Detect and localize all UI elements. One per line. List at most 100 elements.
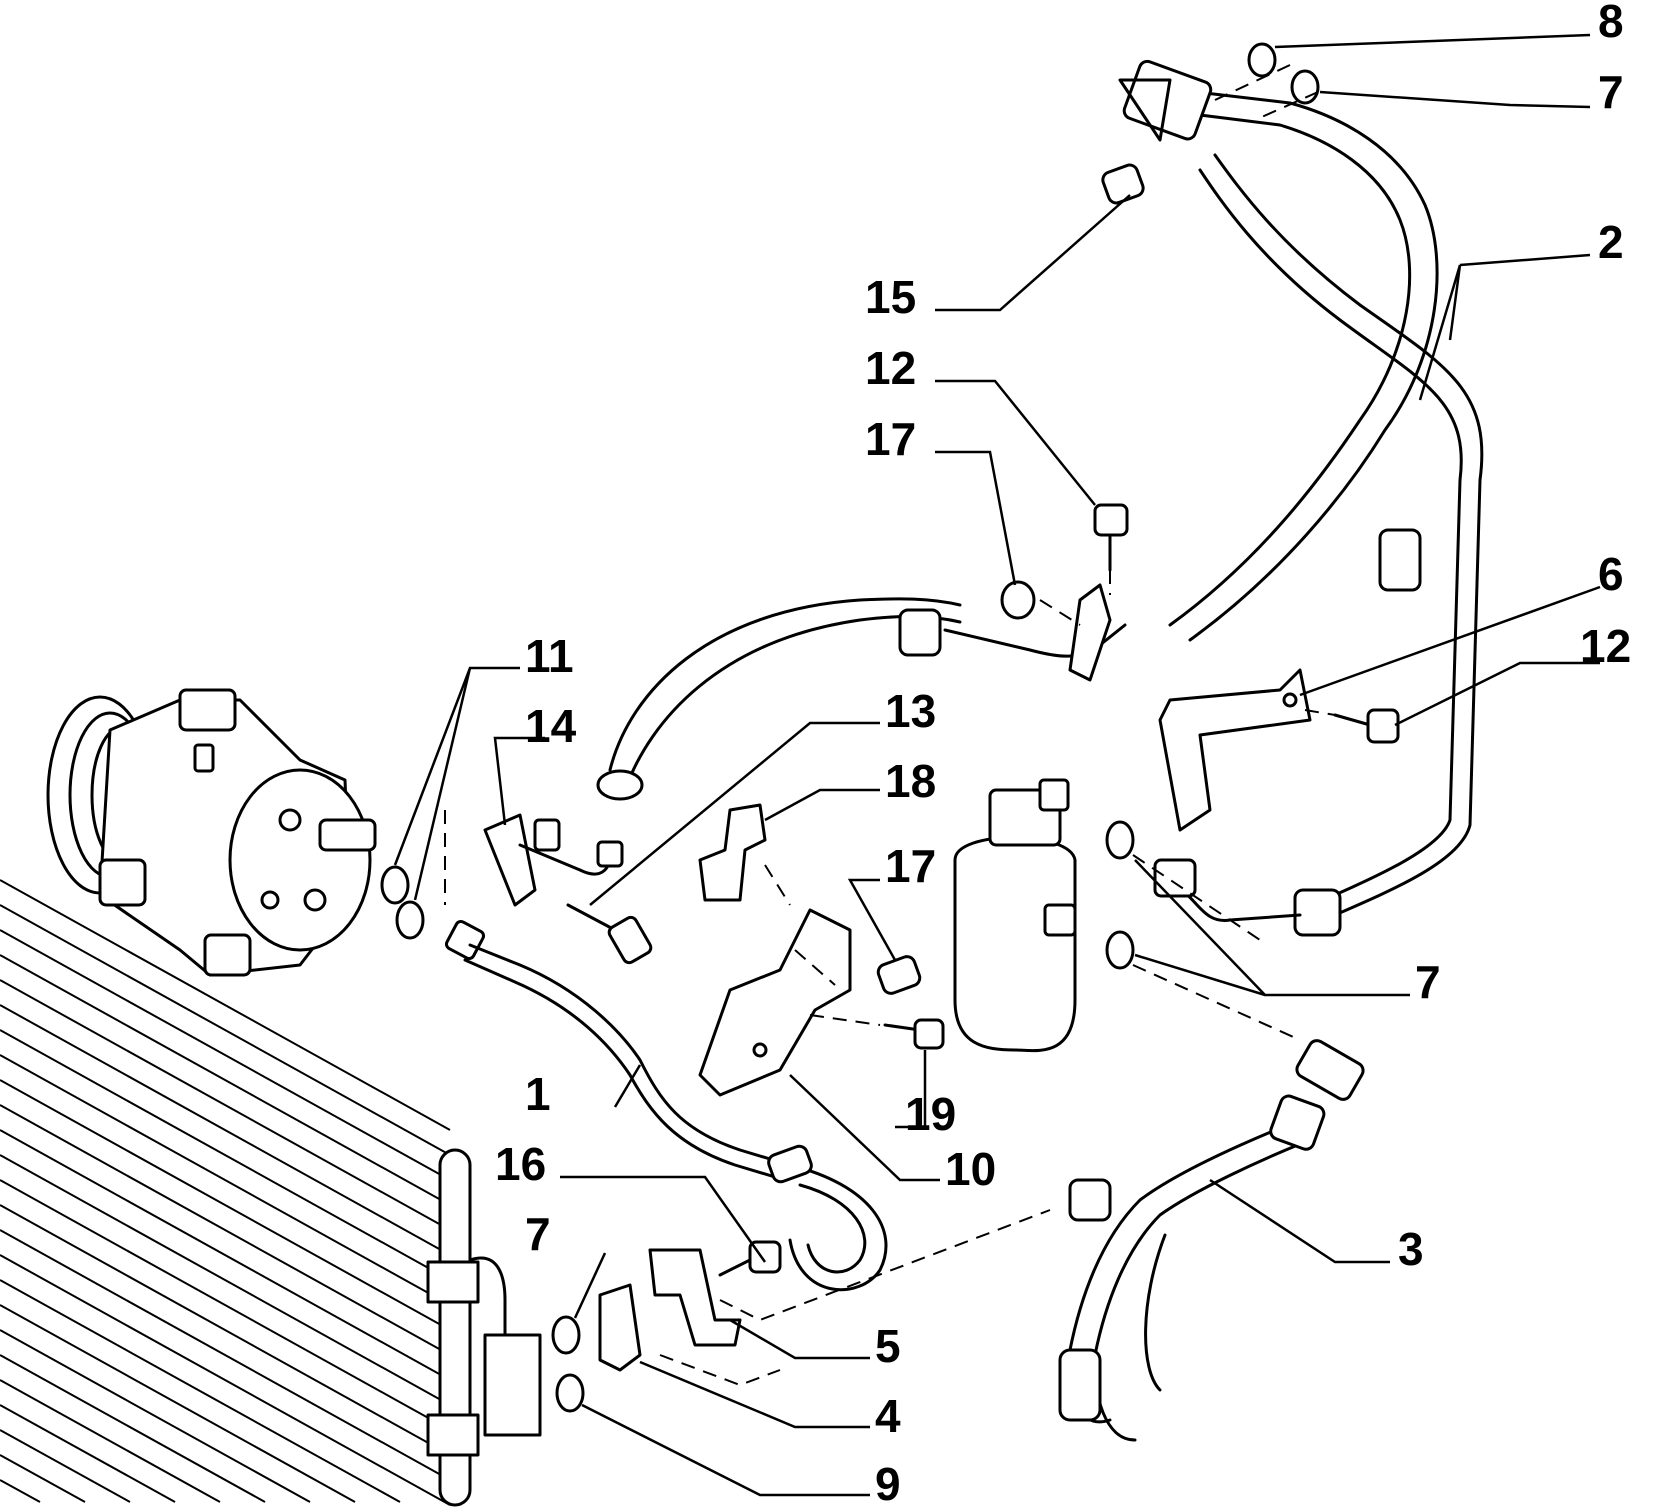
compressor-bolt-hole <box>278 808 302 832</box>
hose-2-main-loop <box>1168 113 1412 627</box>
clip-5 <box>648 1248 742 1347</box>
bolt-19-head <box>913 1018 945 1050</box>
callout-12-right: 12 <box>1580 620 1631 672</box>
callout-13: 13 <box>885 685 936 737</box>
callout-14: 14 <box>525 700 577 752</box>
callout-5: 5 <box>875 1320 901 1372</box>
hose-2-liquid-line-outer <box>1213 153 1484 930</box>
callout-12-top: 12 <box>865 342 916 394</box>
pipe-1-ferrule <box>767 1144 813 1184</box>
hose-2-ferrule-upper <box>1378 528 1422 592</box>
compressor-bolt-hole <box>303 888 327 912</box>
callout-8: 8 <box>1598 0 1624 47</box>
condenser-pipe <box>468 1256 507 1342</box>
hose-2-top-bracket <box>1118 78 1172 142</box>
bolt-13-shank <box>566 903 617 932</box>
pipe-1-tube-outer <box>463 958 787 1182</box>
nut-17-mid <box>876 955 922 995</box>
callout-16: 16 <box>495 1138 546 1190</box>
hose-2-main-loop-outer <box>1188 91 1439 642</box>
o-ring-11-upper <box>380 865 410 905</box>
receiver-drier-canister <box>953 836 1077 1053</box>
hose-bracket-clip <box>1068 583 1112 682</box>
hose-2-ferrule-lower <box>1293 888 1342 937</box>
nut-17-top <box>1000 580 1036 620</box>
pipe-1-hose-loop <box>788 1163 888 1292</box>
hose-2-ferrule <box>898 608 942 657</box>
compressor <box>46 688 377 977</box>
bracket-plate-10-hole <box>752 1042 768 1058</box>
callout-4: 4 <box>875 1390 901 1442</box>
hose-2-suction-tube-outer <box>608 597 962 772</box>
nut-15 <box>1101 163 1145 205</box>
hose-2-suction-end <box>596 769 644 801</box>
bolt-12-right-shank <box>1333 713 1372 727</box>
pipe-3-tube-outer <box>1093 1138 1312 1442</box>
pipe-1-tube <box>468 943 792 1167</box>
receiver-drier <box>953 778 1077 1053</box>
o-ring-7-bottom <box>551 1315 581 1355</box>
pipe-14-end-fitting <box>596 840 624 868</box>
condenser-fins <box>0 879 451 1506</box>
bracket-plate-10 <box>698 908 852 1097</box>
o-ring-9 <box>555 1373 585 1413</box>
callout-1: 1 <box>525 1068 551 1120</box>
callout-10: 10 <box>945 1143 996 1195</box>
pipe-3-upper-fitting <box>1295 1039 1365 1101</box>
pipe-1-discharge-line <box>444 919 888 1292</box>
o-ring-8 <box>1247 42 1277 78</box>
callout-17-top: 17 <box>865 413 916 465</box>
bracket-14 <box>483 813 537 907</box>
callout-6: 6 <box>1598 548 1624 600</box>
bolt-13-head <box>607 915 653 965</box>
callout-7-right: 7 <box>1415 956 1441 1008</box>
compressor-port-fitting <box>318 818 377 852</box>
pipe-3-coupling <box>1269 1094 1326 1151</box>
callout-19: 19 <box>905 1088 956 1140</box>
callout-7-top: 7 <box>1598 66 1624 118</box>
pipe-14-fitting <box>533 818 561 852</box>
compressor-mount-lug <box>203 933 252 977</box>
compressor-filler-plug <box>193 743 215 773</box>
o-ring-7-drier-upper <box>1105 820 1135 860</box>
callout-11: 11 <box>525 630 574 682</box>
pipe-3 <box>1058 1039 1365 1442</box>
bolt-12-top-head <box>1093 503 1129 537</box>
compressor-rear-head <box>228 768 372 952</box>
condenser <box>0 879 542 1507</box>
o-ring-7-top <box>1290 69 1320 105</box>
callout-3: 3 <box>1398 1223 1424 1275</box>
receiver-drier-inlet <box>1043 903 1077 937</box>
receiver-drier-pressure-switch <box>1038 778 1070 812</box>
callout-15: 15 <box>865 271 916 323</box>
o-ring-7-drier-lower <box>1105 930 1135 970</box>
callout-7-bottom: 7 <box>525 1208 551 1260</box>
compressor-mount-lug <box>98 858 147 907</box>
callout-9: 9 <box>875 1458 901 1510</box>
hose-2-drier-fitting <box>1153 858 1197 898</box>
hose-2-liquid-line <box>1198 168 1463 912</box>
condenser-bracket-lower <box>426 1413 480 1457</box>
pipe-3-coils <box>1058 1348 1102 1422</box>
pipe-3-end-fitting <box>1068 1178 1112 1222</box>
o-ring-11-lower <box>395 900 425 940</box>
callouts: 8 7 2 15 12 17 6 12 11 14 13 18 17 7 1 1… <box>495 0 1631 1510</box>
pipe-1-hose-loop-inner <box>798 1183 867 1274</box>
pipe-1-nut <box>444 919 486 961</box>
bracket-6-hole <box>1282 692 1298 708</box>
condenser-connector-block <box>483 1333 542 1437</box>
condenser-bracket-upper <box>426 1260 480 1304</box>
clamp-4 <box>598 1283 642 1372</box>
callout-17-mid: 17 <box>885 840 936 892</box>
callout-18: 18 <box>885 755 936 807</box>
bolt-16-shank <box>718 1258 752 1277</box>
callout-2: 2 <box>1598 216 1624 268</box>
clip-18 <box>698 803 767 902</box>
leader-lines <box>393 33 1601 1497</box>
pipe-3-tube <box>1068 1118 1302 1424</box>
compressor-mount-lug <box>178 688 237 732</box>
compressor-bolt-hole <box>260 890 280 910</box>
bolt-12-right-head <box>1366 708 1400 744</box>
bracket-6 <box>1158 668 1312 832</box>
